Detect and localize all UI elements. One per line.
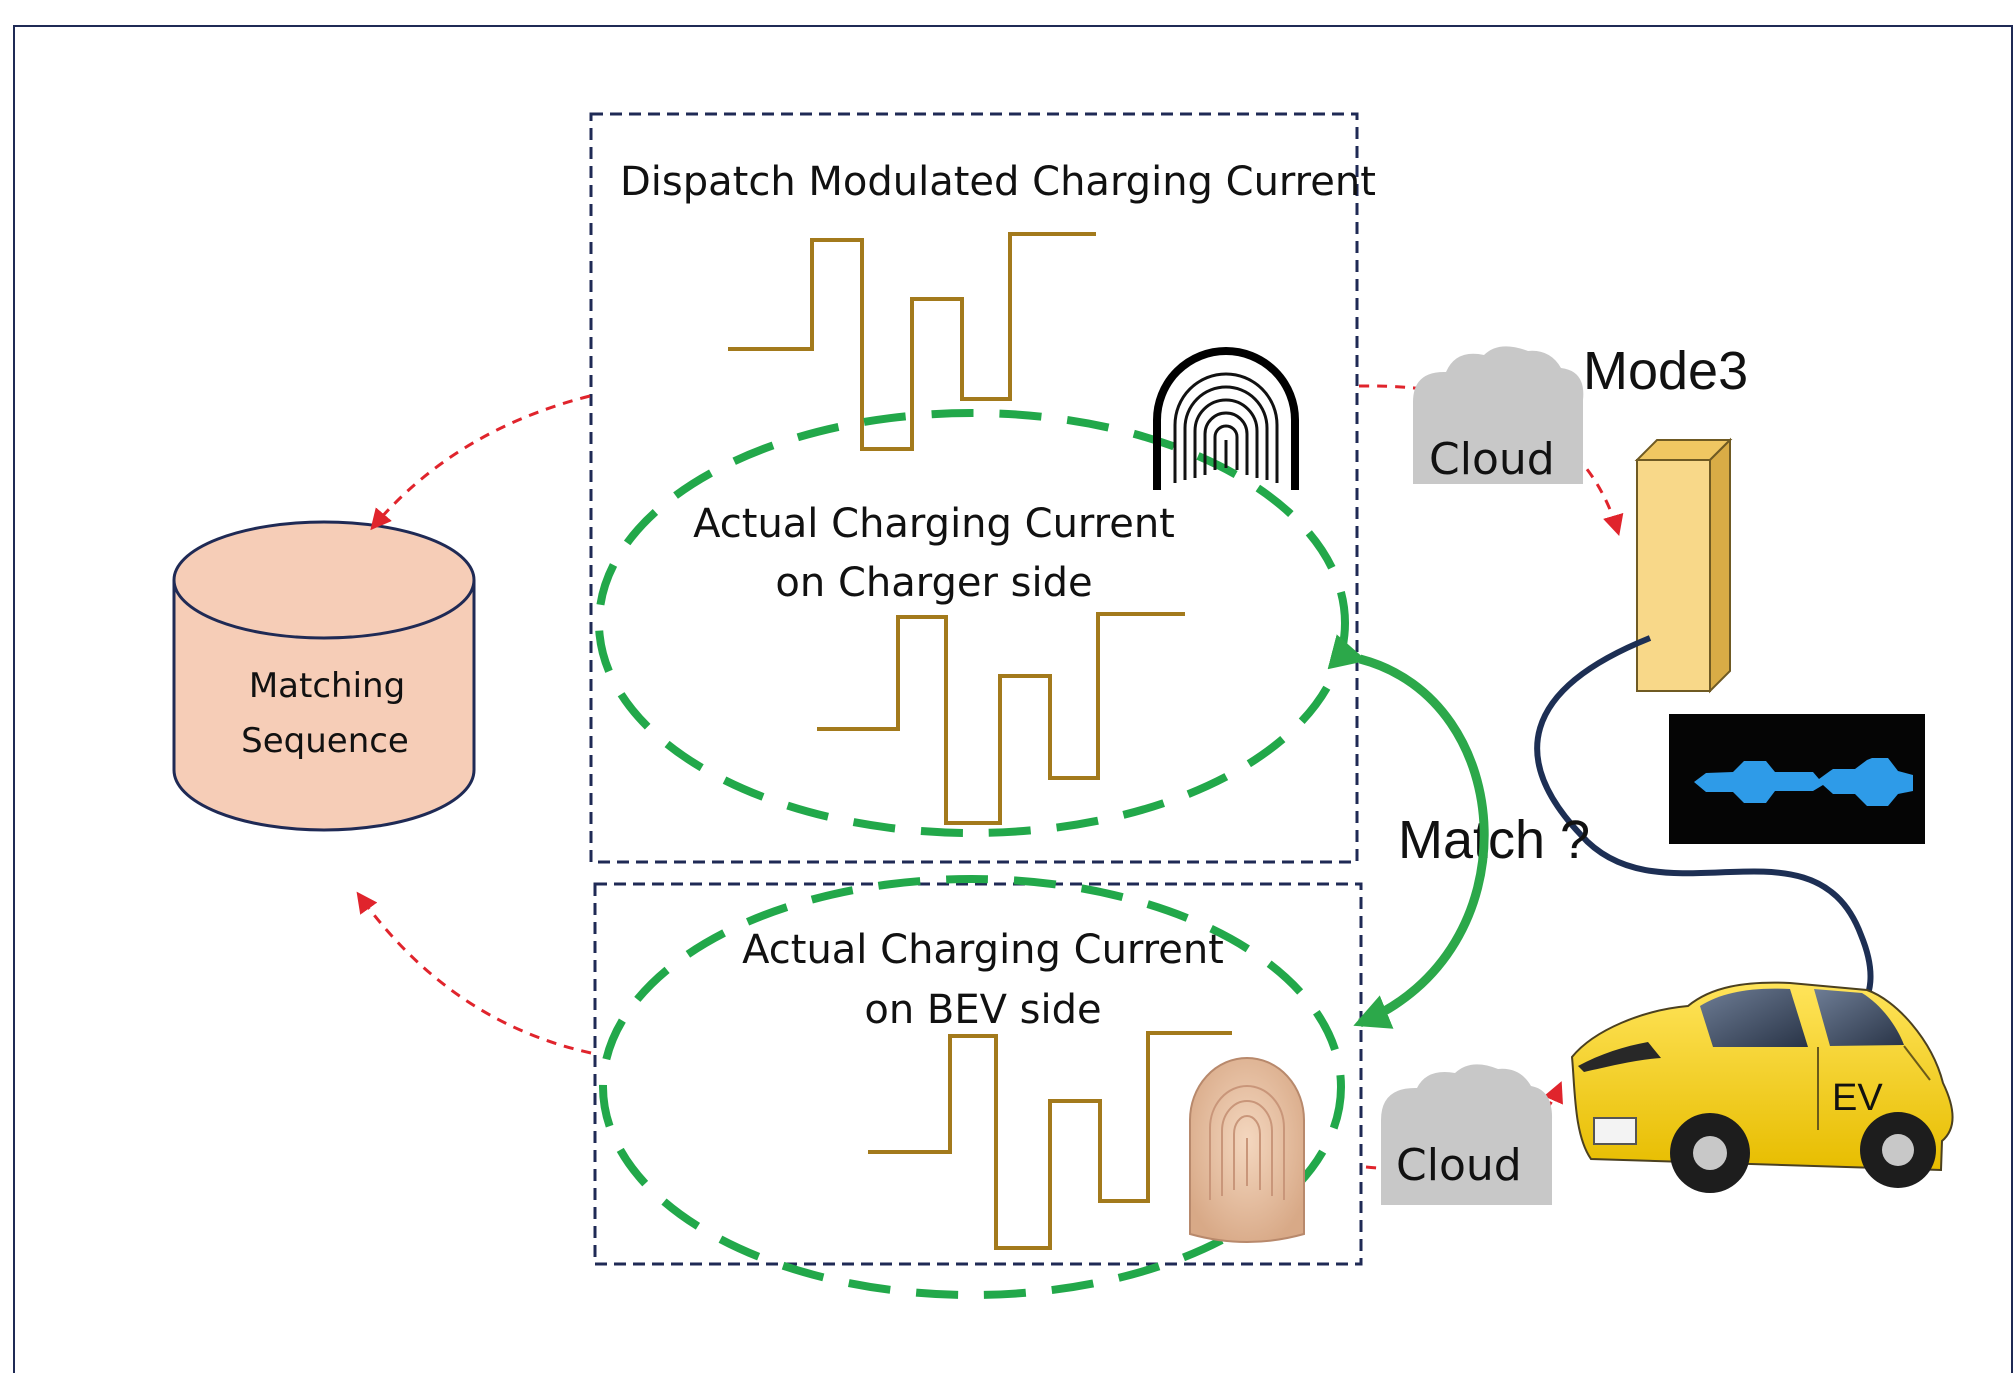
match-label: Match ? <box>1398 810 1590 870</box>
dispatch-waveform <box>728 232 1096 451</box>
charging-station-icon <box>1634 437 1733 694</box>
matching-sequence-database: Matching Sequence <box>172 520 476 832</box>
bev-to-database-arrow <box>356 891 592 1055</box>
ev-label: EV <box>1832 1077 1883 1119</box>
database-label-line1: Matching <box>249 666 405 706</box>
fingerprint-icon <box>1153 347 1299 490</box>
ev-car-icon: EV <box>1570 981 1954 1193</box>
dispatch-box <box>589 112 1359 864</box>
cloud-bottom-icon: Cloud <box>1381 1064 1553 1205</box>
match-arrow <box>1327 634 1489 1029</box>
mode3-label: Mode3 <box>1583 341 1748 401</box>
bev-side-label-line2: on BEV side <box>864 987 1101 1033</box>
signal-display <box>1669 714 1925 844</box>
charger-side-ellipse <box>595 409 1349 837</box>
database-label-line2: Sequence <box>241 721 409 761</box>
charger-side-label-line1: Actual Charging Current <box>693 501 1175 547</box>
cloud-top-icon: Cloud <box>1413 346 1584 485</box>
dispatch-to-database-arrow <box>370 394 591 531</box>
bev-waveform <box>868 1031 1232 1250</box>
finger-icon <box>1189 1057 1305 1243</box>
charger-side-label-line2: on Charger side <box>775 560 1092 606</box>
outer-frame <box>13 25 2013 1373</box>
dispatch-title: Dispatch Modulated Charging Current <box>620 159 1376 205</box>
cloud-top-label: Cloud <box>1429 434 1555 485</box>
cloud-bottom-label: Cloud <box>1396 1140 1522 1191</box>
bev-side-label-line1: Actual Charging Current <box>742 927 1224 973</box>
charger-waveform <box>817 612 1185 825</box>
bev-side-ellipse <box>599 875 1345 1299</box>
bev-box <box>593 882 1363 1266</box>
